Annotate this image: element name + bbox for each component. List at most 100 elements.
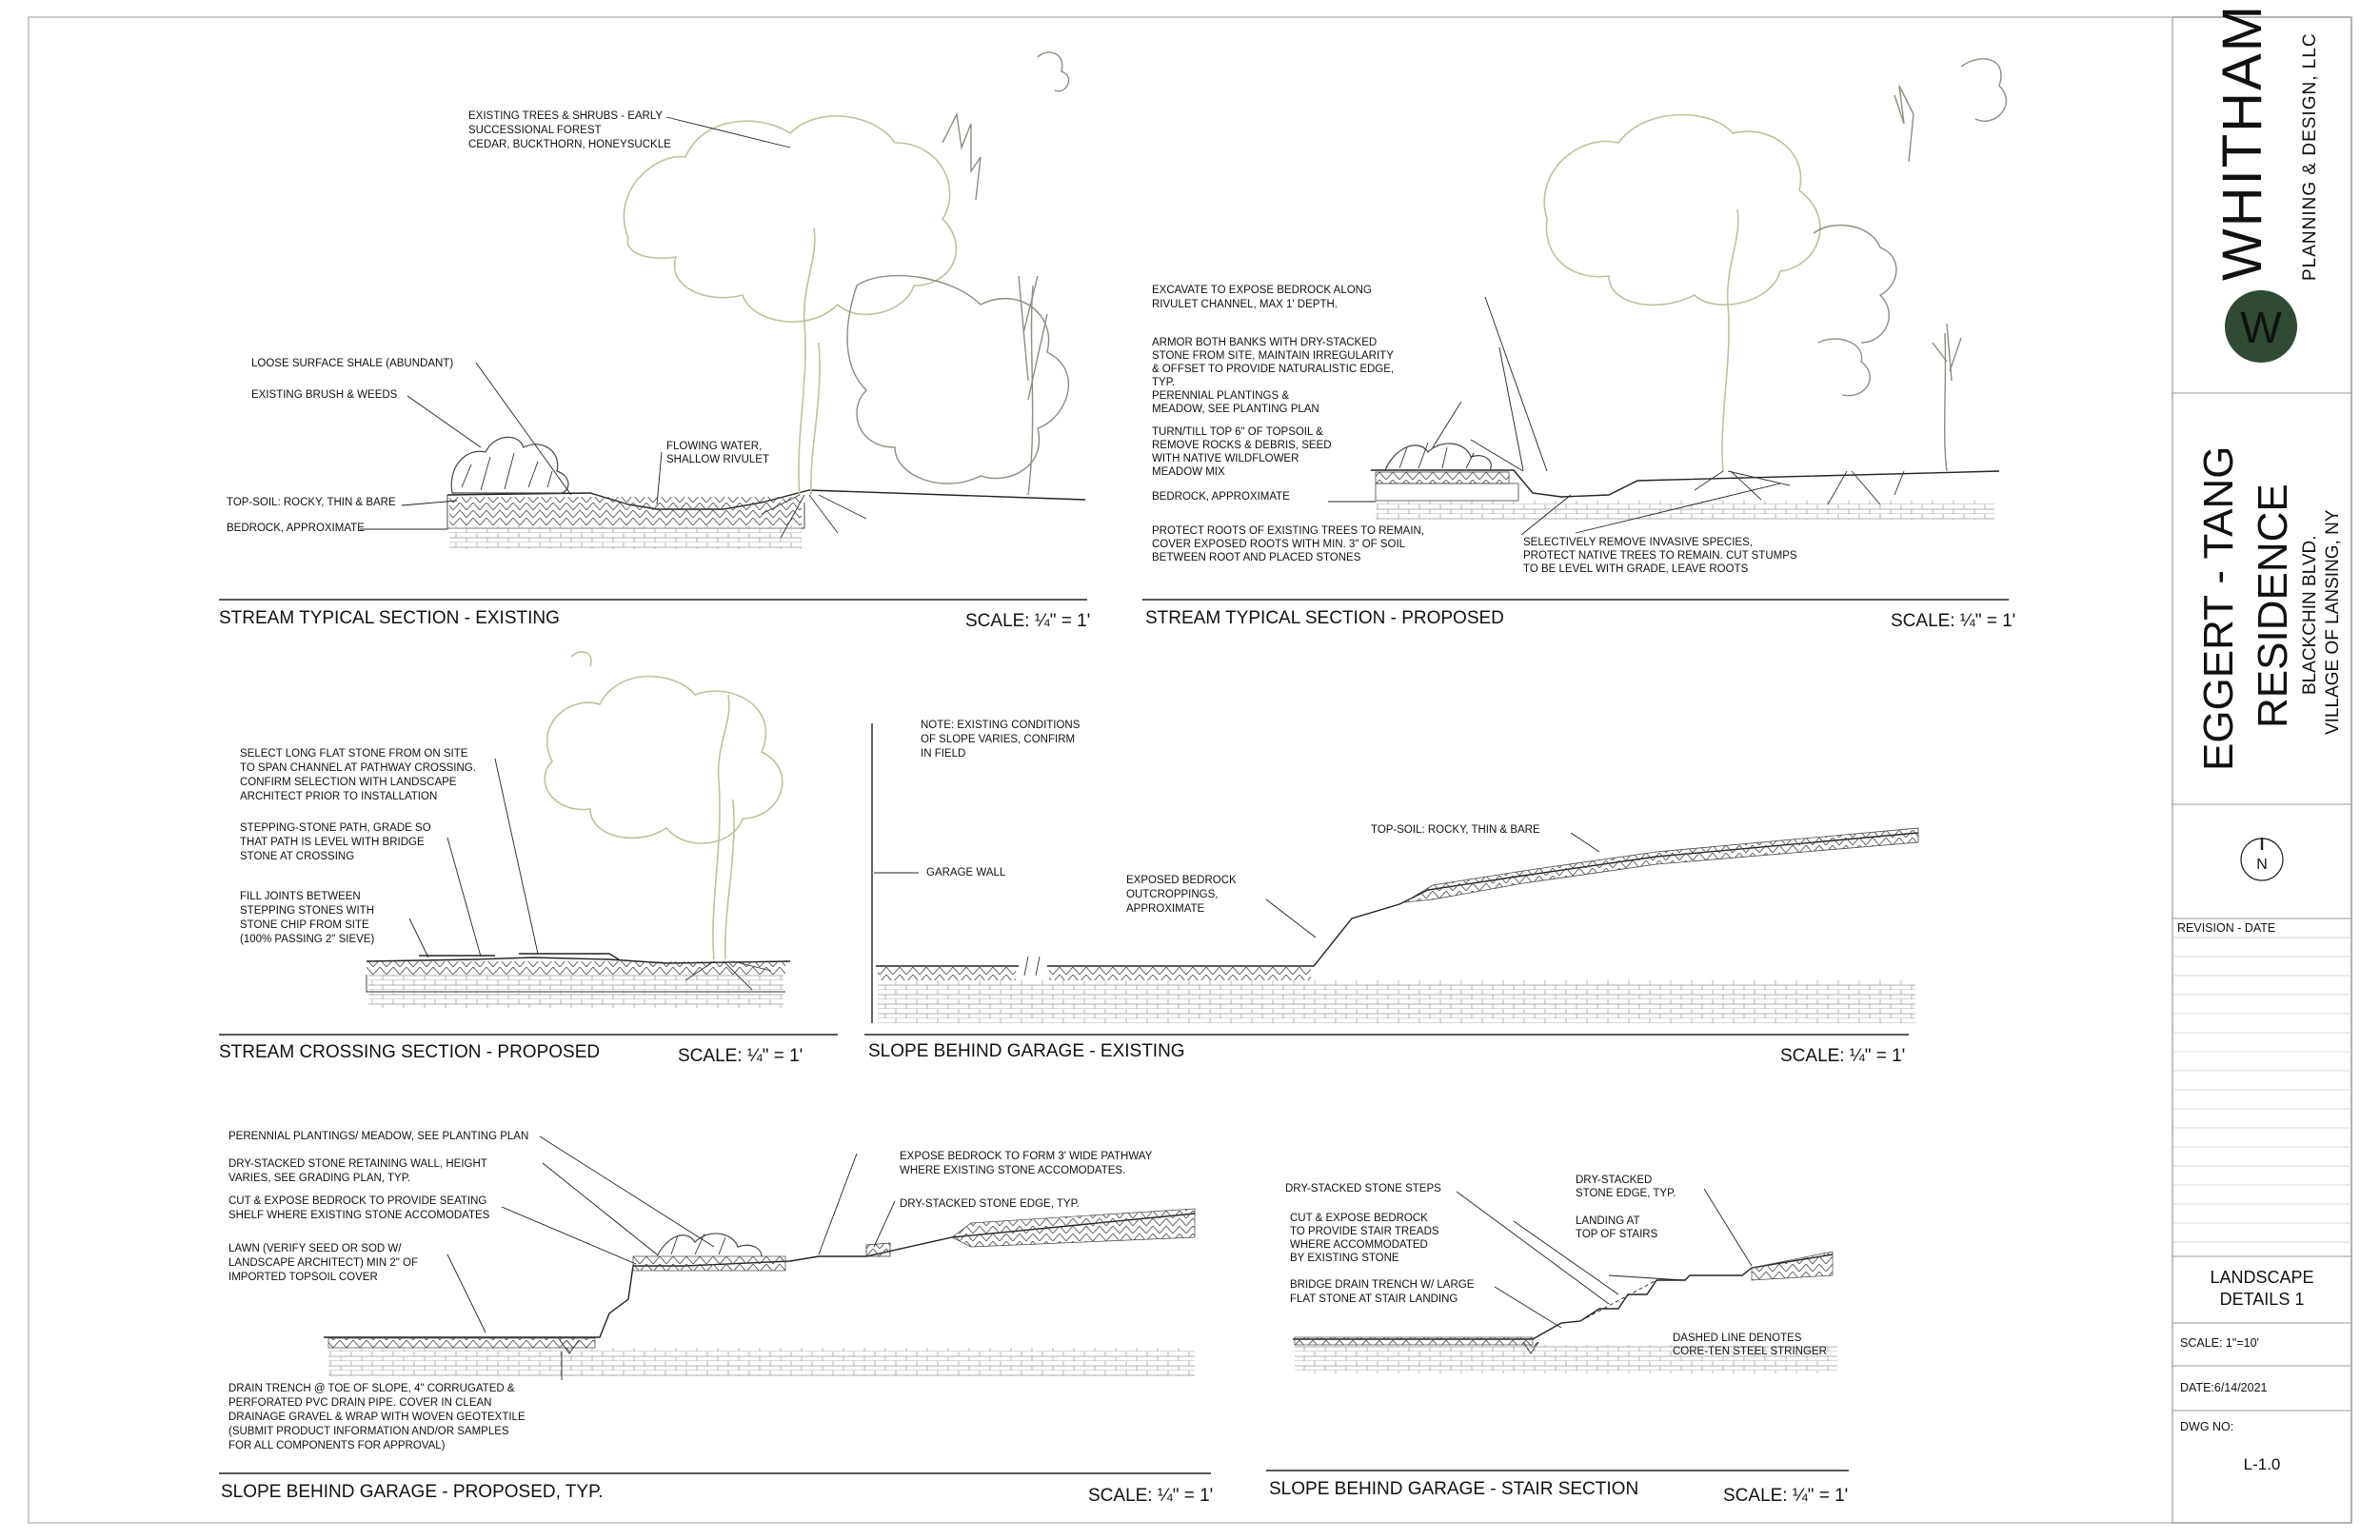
drawing-scale: SCALE: ¼" = 1': [1891, 611, 2015, 631]
label: EXISTING TREES & SHRUBS - EARLY: [468, 110, 663, 122]
label: GARAGE WALL: [926, 867, 1006, 879]
label: STONE FROM SITE, MAINTAIN IRREGULARITY: [1152, 350, 1394, 362]
label: FOR ALL COMPONENTS FOR APPROVAL): [228, 1440, 446, 1451]
north-arrow: N: [2240, 838, 2284, 881]
firm-name: WHITHAM: [2211, 4, 2273, 281]
sheet-title-line2: DETAILS 1: [2220, 1290, 2305, 1309]
revision-header: REVISION - DATE: [2177, 921, 2275, 935]
project-name-line1: EGGERT - TANG: [2195, 446, 2242, 771]
label: EXCAVATE TO EXPOSE BEDROCK ALONG: [1152, 285, 1372, 296]
dwg-no-label: DWG NO:: [2180, 1420, 2233, 1433]
label: PROTECT NATIVE TREES TO REMAIN. CUT STUM…: [1523, 550, 1797, 562]
label: ARCHITECT PRIOR TO INSTALLATION: [240, 791, 437, 802]
label: TOP-SOIL: ROCKY, THIN & BARE: [1371, 824, 1540, 836]
drawing-scale: SCALE: ¼" = 1': [965, 611, 1090, 631]
label: BETWEEN ROOT AND PLACED STONES: [1152, 552, 1361, 563]
label: CONFIRM SELECTION WITH LANDSCAPE: [240, 777, 457, 788]
label: DRY-STACKED: [1576, 1175, 1652, 1186]
label: TO SPAN CHANNEL AT PATHWAY CROSSING.: [240, 762, 476, 774]
label: LANDSCAPE ARCHITECT) MIN 2" OF: [228, 1257, 418, 1269]
label: CEDAR, BUCKTHORN, HONEYSUCKLE: [468, 139, 671, 150]
drawing-title: STREAM TYPICAL SECTION - PROPOSED: [1145, 608, 1504, 628]
label: NOTE: EXISTING CONDITIONS: [921, 720, 1081, 731]
drawing-title: STREAM CROSSING SECTION - PROPOSED: [219, 1042, 600, 1062]
label: EXPOSE BEDROCK TO FORM 3' WIDE PATHWAY: [900, 1151, 1153, 1162]
label: DASHED LINE DENOTES: [1673, 1333, 1802, 1344]
dwg-no: L-1.0: [2244, 1455, 2281, 1473]
label: BEDROCK, APPROXIMATE: [227, 523, 365, 534]
label: MEADOW, SEE PLANTING PLAN: [1152, 404, 1319, 415]
label: TO PROVIDE STAIR TREADS: [1290, 1226, 1439, 1237]
callout-labels: EXCAVATE TO EXPOSE BEDROCK ALONG RIVULET…: [1152, 285, 1797, 575]
label: CUT & EXPOSE BEDROCK: [1290, 1213, 1428, 1224]
project-name-line2: RESIDENCE: [2250, 484, 2296, 728]
title-block-frame: [2172, 16, 2352, 1524]
label: STONE AT CROSSING: [240, 851, 354, 862]
label: (100% PASSING 2" SIEVE): [240, 934, 374, 945]
label: (SUBMIT PRODUCT INFORMATION AND/OR SAMPL…: [228, 1426, 509, 1437]
drawing-title: SLOPE BEHIND GARAGE - PROPOSED, TYP.: [221, 1482, 604, 1502]
label: IN FIELD: [921, 748, 965, 760]
sheet-title-line1: LANDSCAPE: [2210, 1268, 2313, 1287]
drawing-title: SLOPE BEHIND GARAGE - EXISTING: [868, 1041, 1185, 1061]
label: TO BE LEVEL WITH GRADE, LEAVE ROOTS: [1523, 563, 1749, 575]
drawing-title: SLOPE BEHIND GARAGE - STAIR SECTION: [1269, 1479, 1638, 1499]
label: BRIDGE DRAIN TRENCH W/ LARGE: [1290, 1279, 1475, 1291]
firm-subtitle: PLANNING & DESIGN, LLC: [2300, 32, 2320, 281]
label: COVER EXPOSED ROOTS WITH MIN. 3" OF SOIL: [1152, 539, 1406, 550]
label: APPROXIMATE: [1126, 903, 1205, 915]
label: BEDROCK, APPROXIMATE: [1152, 491, 1290, 503]
section-graphic: [871, 723, 1919, 1023]
label: THAT PATH IS LEVEL WITH BRIDGE: [240, 837, 425, 848]
label: FLAT STONE AT STAIR LANDING: [1290, 1293, 1458, 1305]
label: PERFORATED PVC DRAIN PIPE. COVER IN CLEA…: [228, 1397, 491, 1409]
title-block: W WHITHAM PLANNING & DESIGN, LLC EGGERT …: [2172, 4, 2352, 1524]
drawing-slope-stair: DRY-STACKED STONE STEPS CUT & EXPOSE BED…: [1266, 1175, 1849, 1506]
label: TYP.: [1152, 377, 1175, 388]
drawing-stream-crossing: SELECT LONG FLAT STONE FROM ON SITE TO S…: [219, 651, 838, 1066]
label: MEADOW MIX: [1152, 466, 1225, 478]
drawing-scale: SCALE: ¼" = 1': [1723, 1486, 1848, 1506]
callout-labels: PERENNIAL PLANTINGS/ MEADOW, SEE PLANTIN…: [228, 1131, 1153, 1451]
label: LOOSE SURFACE SHALE (ABUNDANT): [251, 358, 453, 369]
label: IMPORTED TOPSOIL COVER: [228, 1272, 378, 1283]
label: PROTECT ROOTS OF EXISTING TREES TO REMAI…: [1152, 525, 1424, 537]
section-graphic: [324, 1208, 1196, 1376]
drawing-slope-existing: NOTE: EXISTING CONDITIONS OF SLOPE VARIE…: [864, 720, 1919, 1066]
drawing-stream-existing: EXISTING TREES & SHRUBS - EARLY SUCCESSI…: [219, 51, 1090, 631]
drawing-stream-proposed: EXCAVATE TO EXPOSE BEDROCK ALONG RIVULET…: [1142, 58, 2015, 631]
section-graphic: [366, 651, 791, 1008]
sheet-scale: SCALE: 1"=10': [2180, 1336, 2259, 1350]
label: REMOVE ROCKS & DEBRIS, SEED: [1152, 440, 1332, 451]
label: FLOWING WATER,: [666, 441, 762, 452]
label: SELECTIVELY REMOVE INVASIVE SPECIES,: [1523, 537, 1753, 548]
label: SHELF WHERE EXISTING STONE ACCOMODATES: [228, 1210, 490, 1221]
label: WHERE ACCOMMODATED: [1290, 1239, 1428, 1251]
label: & OFFSET TO PROVIDE NATURALISTIC EDGE,: [1152, 364, 1394, 375]
label: EXISTING BRUSH & WEEDS: [251, 389, 398, 401]
label: DRY-STACKED STONE STEPS: [1285, 1183, 1441, 1194]
label: PERENNIAL PLANTINGS/ MEADOW, SEE PLANTIN…: [228, 1131, 528, 1142]
label: SHALLOW RIVULET: [666, 454, 769, 465]
callout-labels: SELECT LONG FLAT STONE FROM ON SITE TO S…: [240, 748, 539, 958]
callout-labels: DRY-STACKED STONE STEPS CUT & EXPOSE BED…: [1285, 1175, 1827, 1357]
section-graphic: [1371, 58, 2007, 520]
label: DRY-STACKED STONE RETAINING WALL, HEIGHT: [228, 1158, 487, 1170]
label: SUCCESSIONAL FOREST: [468, 125, 602, 136]
label: DRY-STACKED STONE EDGE, TYP.: [900, 1198, 1080, 1210]
section-graphic: [446, 51, 1086, 549]
drawing-slope-proposed: PERENNIAL PLANTINGS/ MEADOW, SEE PLANTIN…: [219, 1131, 1213, 1506]
drawing-scale: SCALE: ¼" = 1': [1088, 1486, 1213, 1506]
sheet-date: DATE:6/14/2021: [2180, 1381, 2268, 1394]
label: RIVULET CHANNEL, MAX 1' DEPTH.: [1152, 299, 1338, 310]
drawing-scale: SCALE: ¼" = 1': [1780, 1046, 1905, 1066]
label: WITH NATIVE WILDFLOWER: [1152, 453, 1299, 464]
label: SELECT LONG FLAT STONE FROM ON SITE: [240, 748, 468, 760]
label: BY EXISTING STONE: [1290, 1253, 1399, 1264]
label: WHERE EXISTING STONE ACCOMODATES.: [900, 1165, 1125, 1176]
label: TOP OF STAIRS: [1576, 1229, 1658, 1240]
label: OF SLOPE VARIES, CONFIRM: [921, 734, 1075, 745]
label: ARMOR BOTH BANKS WITH DRY-STACKED: [1152, 337, 1377, 348]
label: TURN/TILL TOP 6" OF TOPSOIL &: [1152, 426, 1323, 438]
